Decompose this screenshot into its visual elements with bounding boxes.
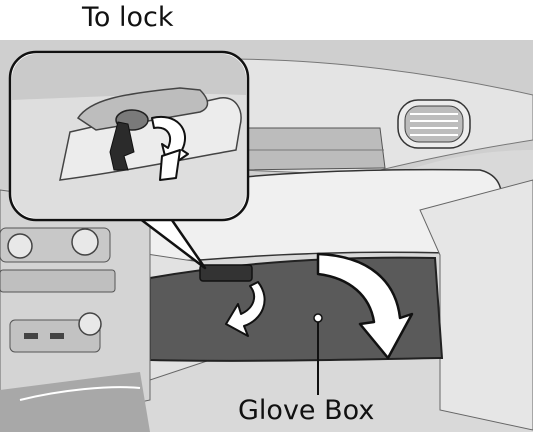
latch-turn-arrow-icon	[225, 281, 266, 337]
to-lock-label: To lock	[82, 2, 174, 33]
air-vent	[397, 99, 471, 149]
glove-box-latch[interactable]	[199, 264, 253, 282]
glove-box-label: Glove Box	[238, 395, 375, 426]
door-open-arrow-icon	[316, 252, 414, 360]
lock-callout-bubble	[8, 50, 250, 222]
lower-dash-right	[419, 179, 533, 431]
dashboard-shelf	[229, 127, 386, 171]
center-console	[0, 189, 151, 432]
